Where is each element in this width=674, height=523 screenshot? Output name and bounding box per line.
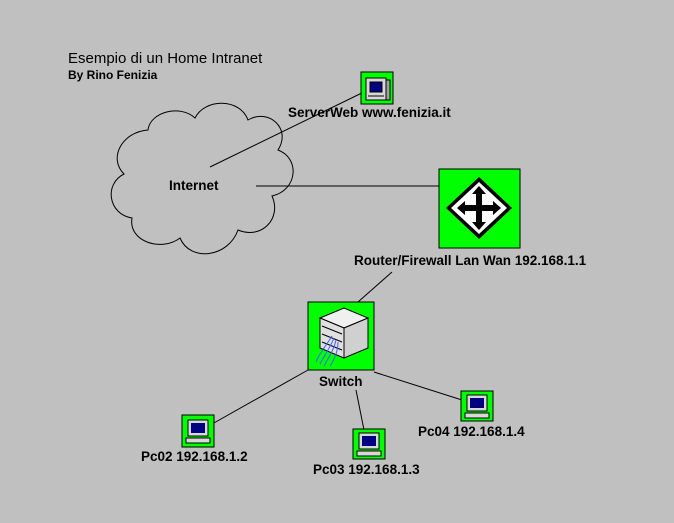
diagram-title: Esempio di un Home Intranet — [68, 50, 263, 67]
switch-icon — [307, 301, 375, 371]
pc04-label: Pc04 192.168.1.4 — [418, 424, 525, 439]
internet-cloud-icon — [110, 102, 294, 255]
pc04-computer-icon — [460, 390, 494, 422]
pc03-label: Pc03 192.168.1.3 — [313, 462, 420, 477]
link-router-switch — [357, 271, 393, 303]
link-internet-serverweb — [209, 89, 369, 168]
pc02-label: Pc02 192.168.1.2 — [141, 449, 248, 464]
link-switch-pc02 — [204, 369, 309, 429]
pc02-computer-icon — [181, 414, 215, 448]
link-switch-pc03 — [355, 389, 365, 431]
router-icon — [438, 168, 521, 249]
server-icon — [360, 71, 394, 105]
serverweb-label: ServerWeb www.fenizia.it — [288, 105, 451, 120]
switch-label: Switch — [319, 374, 363, 389]
diagram-author: By Rino Fenizia — [68, 68, 158, 82]
internet-label: Internet — [169, 178, 219, 193]
pc03-computer-icon — [352, 428, 386, 460]
link-switch-pc04 — [373, 371, 463, 401]
router-label: Router/Firewall Lan Wan 192.168.1.1 — [354, 253, 587, 268]
